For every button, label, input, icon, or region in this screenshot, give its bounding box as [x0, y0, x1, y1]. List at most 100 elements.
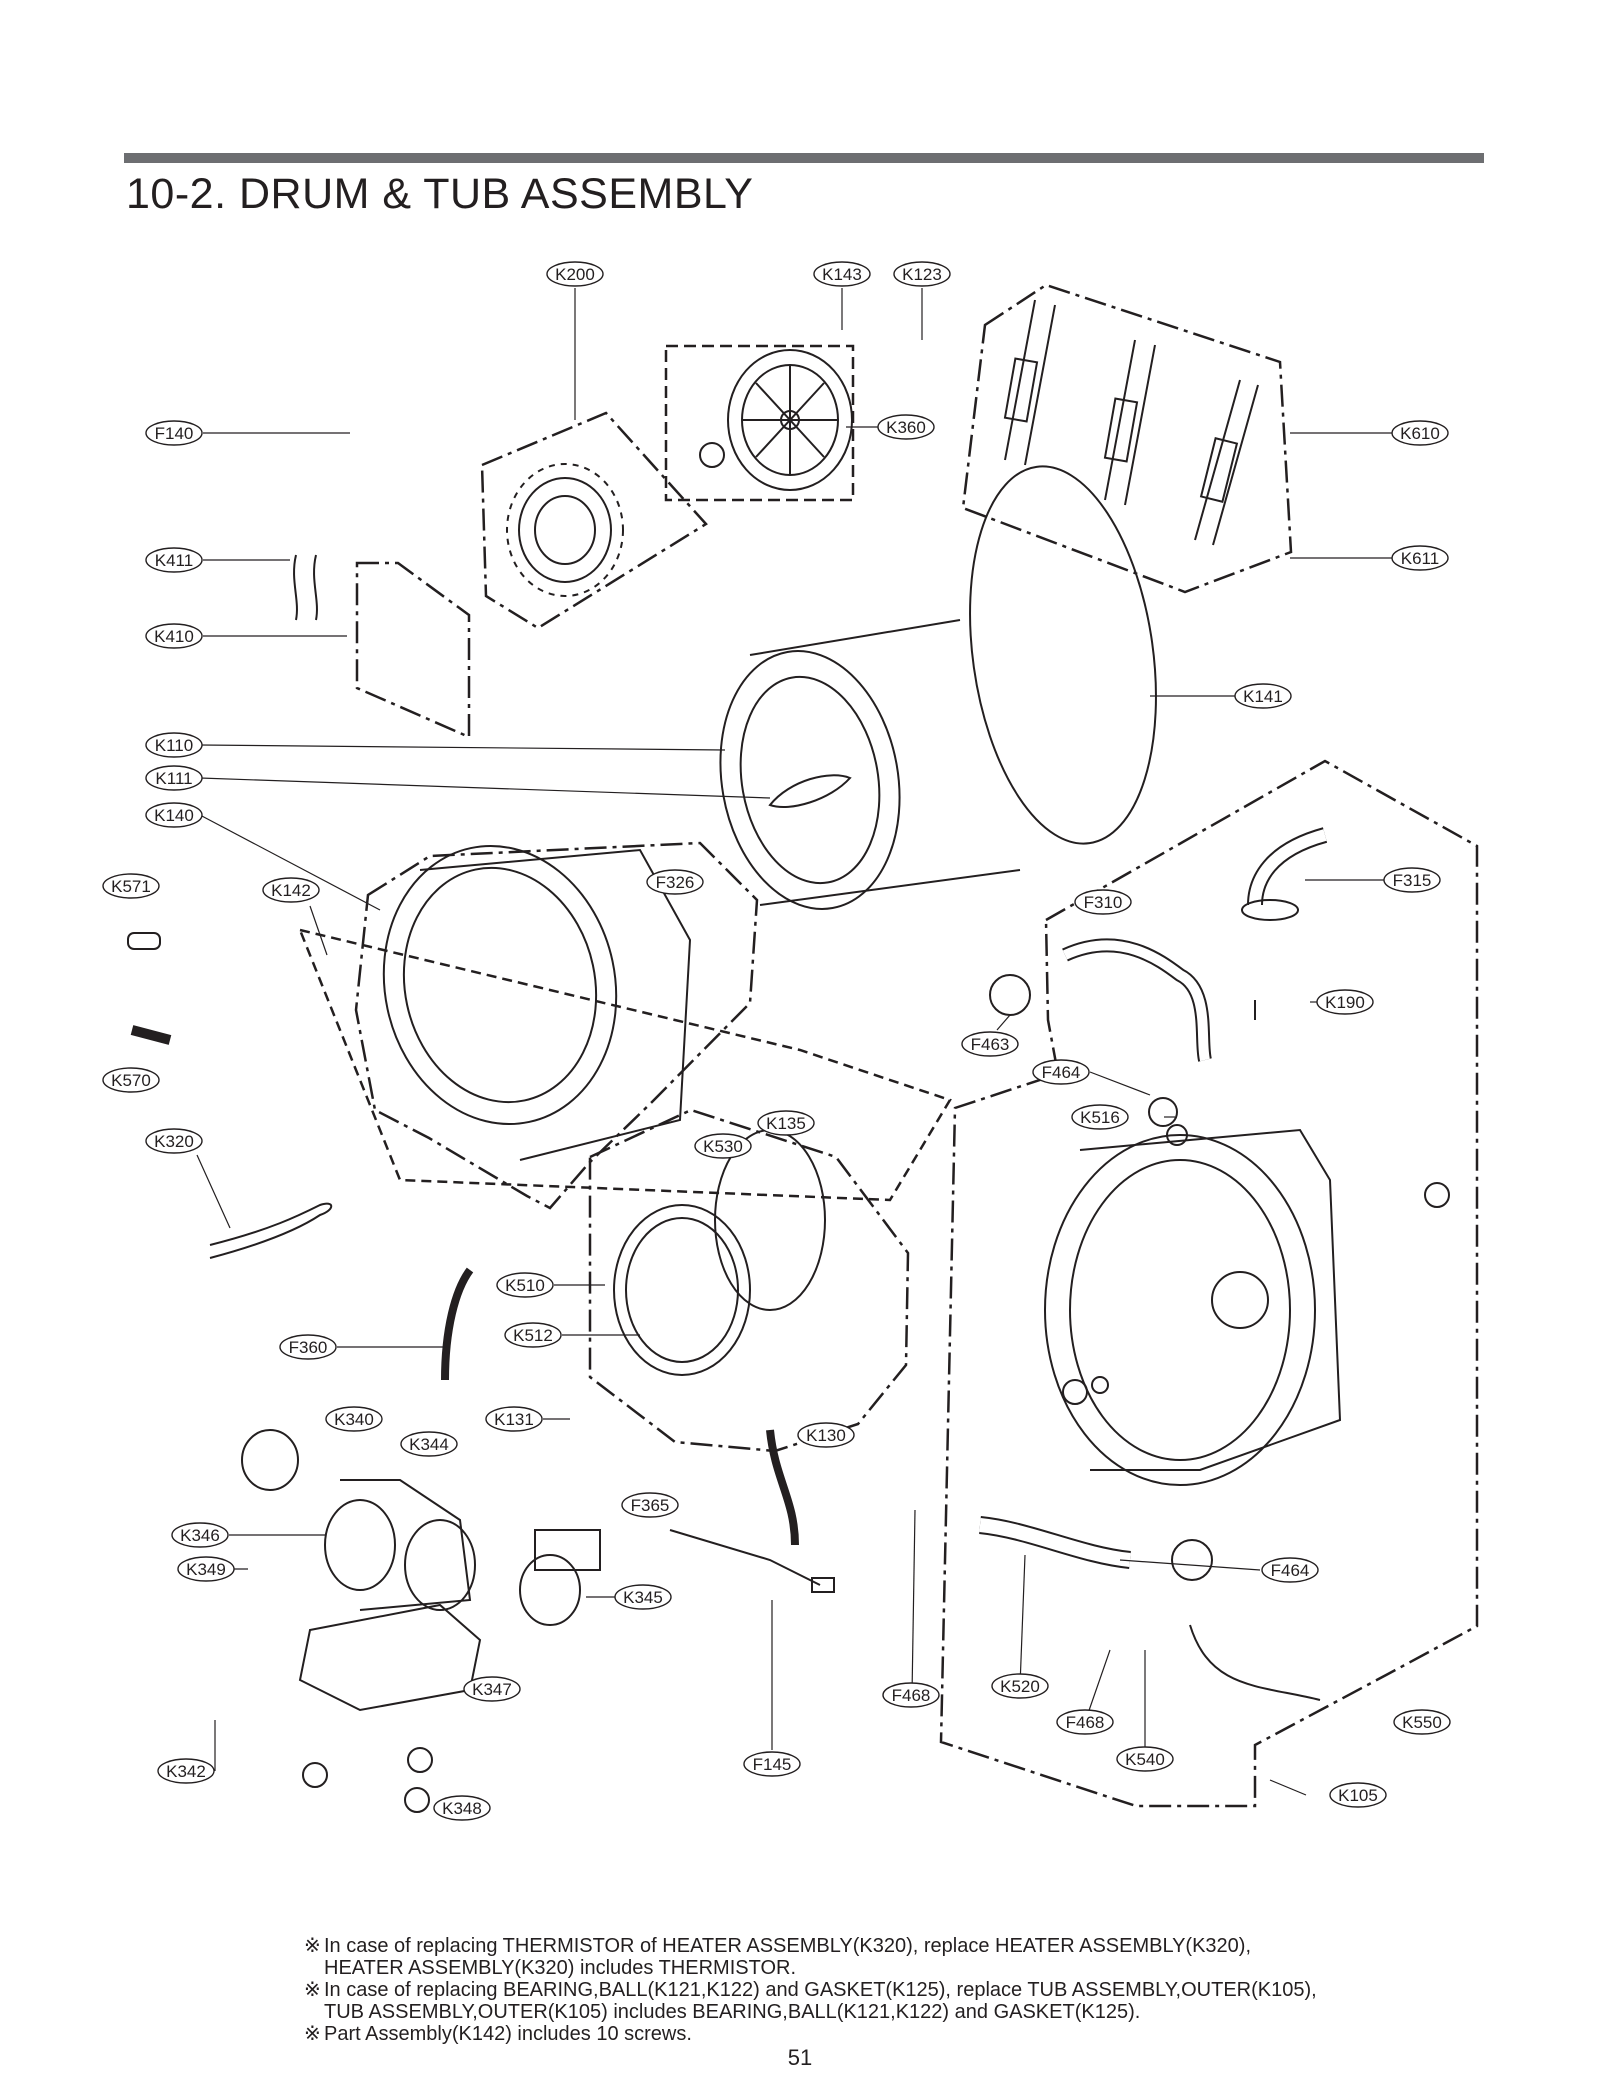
callout-label: K123 [902, 265, 942, 284]
part-callout: F315 [1383, 867, 1441, 893]
callout-label: K142 [271, 881, 311, 900]
note-marker: ※ [304, 2023, 321, 2045]
callout-label: K360 [886, 418, 926, 437]
part-callout: K520 [991, 1673, 1049, 1699]
callout-label: K570 [111, 1071, 151, 1090]
part-callout: K550 [1393, 1709, 1451, 1735]
callout-oval [433, 1795, 491, 1821]
callout-label: K346 [180, 1526, 220, 1545]
callout-label: K200 [555, 265, 595, 284]
part-callout: K190 [1316, 989, 1374, 1015]
callout-oval [1234, 683, 1292, 709]
callout-oval [157, 1758, 215, 1784]
callout-oval [485, 1406, 543, 1432]
part-callout: K349 [177, 1556, 235, 1582]
header-rule [124, 153, 1484, 163]
rotor-part [506, 463, 624, 597]
door-gasket-part [613, 1129, 826, 1376]
part-callout: K340 [325, 1406, 383, 1432]
callout-oval [743, 1751, 801, 1777]
part-callout: K143 [813, 261, 871, 287]
part-callout: F140 [145, 420, 203, 446]
note-3: ※ Part Assembly(K142) includes 10 screws… [304, 2023, 1454, 2045]
shock-absorber-parts [1003, 299, 1259, 546]
callout-label: K512 [513, 1326, 553, 1345]
callout-label: K510 [505, 1276, 545, 1295]
callout-oval [496, 1272, 554, 1298]
callout-oval [145, 547, 203, 573]
part-callout: K510 [496, 1272, 554, 1298]
note-2: ※ In case of replacing BEARING,BALL(K121… [304, 1979, 1454, 2023]
part-callout: F310 [1074, 889, 1132, 915]
callout-label: K141 [1243, 687, 1283, 706]
part-callout: K540 [1116, 1746, 1174, 1772]
page-title: 10-2. DRUM & TUB ASSEMBLY [126, 170, 754, 218]
callout-label: F360 [289, 1338, 328, 1357]
note-marker: ※ [304, 1935, 321, 1957]
callout-oval [504, 1322, 562, 1348]
callout-oval [1261, 1557, 1319, 1583]
callout-label: K345 [623, 1588, 663, 1607]
callout-oval [145, 623, 203, 649]
part-callout: K110 [145, 732, 203, 758]
callout-oval [1329, 1782, 1387, 1808]
part-callout: K130 [797, 1422, 855, 1448]
leader-lines [196, 288, 1392, 1796]
callout-label: K344 [409, 1435, 449, 1454]
callout-oval [145, 802, 203, 828]
callout-label: K520 [1000, 1677, 1040, 1696]
part-callout: K360 [877, 414, 935, 440]
callout-label: K143 [822, 265, 862, 284]
callout-oval [1383, 867, 1441, 893]
hub-pulley-part [699, 349, 853, 491]
part-callout: F468 [1056, 1709, 1114, 1735]
part-callout: K140 [145, 802, 203, 828]
note-line: In case of replacing THERMISTOR of HEATE… [324, 1935, 1252, 1957]
callout-oval [757, 1110, 815, 1136]
part-callout: K570 [102, 1067, 160, 1093]
page-number: 51 [787, 2045, 813, 2070]
callout-label: K516 [1080, 1108, 1120, 1127]
note-1: ※ In case of replacing THERMISTOR of HEA… [304, 1935, 1454, 1979]
callout-oval [262, 877, 320, 903]
callout-oval [145, 732, 203, 758]
callout-label: F326 [656, 873, 695, 892]
callout-label: K340 [334, 1410, 374, 1429]
callout-oval [1391, 420, 1449, 446]
callout-oval [797, 1422, 855, 1448]
notes-block: ※ In case of replacing THERMISTOR of HEA… [304, 1935, 1454, 2045]
part-callout: K345 [614, 1584, 672, 1610]
part-callout: K611 [1391, 545, 1449, 571]
callout-label: K110 [155, 736, 193, 755]
callout-label: K411 [155, 551, 193, 570]
note-line: In case of replacing BEARING,BALL(K121,K… [324, 1979, 1317, 2001]
callout-oval [102, 1067, 160, 1093]
part-callout: K512 [504, 1322, 562, 1348]
group-outlines [297, 283, 1479, 1808]
callout-oval [991, 1673, 1049, 1699]
callout-oval [1391, 545, 1449, 571]
callout-oval [694, 1133, 752, 1159]
callout-label: K550 [1402, 1713, 1442, 1732]
callout-label: K140 [154, 806, 194, 825]
outer-tub-part [1044, 1128, 1450, 1486]
callout-oval [1071, 1104, 1129, 1130]
callout-label: F468 [892, 1686, 931, 1705]
callout-label: F463 [971, 1035, 1010, 1054]
part-callout: K516 [1071, 1104, 1129, 1130]
callout-label: F315 [1393, 871, 1432, 890]
callout-oval [177, 1556, 235, 1582]
callout-label: K190 [1325, 993, 1365, 1012]
callout-label: K410 [154, 627, 194, 646]
part-callout: K610 [1391, 420, 1449, 446]
callout-label: F145 [753, 1755, 792, 1774]
part-callout: K346 [171, 1522, 229, 1548]
part-callout: F326 [646, 869, 704, 895]
callout-label: K105 [1338, 1786, 1378, 1805]
tub-front-part [382, 844, 692, 1161]
callout-oval [145, 765, 203, 791]
callout-oval [813, 261, 871, 287]
part-callout: F464 [1261, 1557, 1319, 1583]
part-callout: K142 [262, 877, 320, 903]
callout-oval [546, 261, 604, 287]
